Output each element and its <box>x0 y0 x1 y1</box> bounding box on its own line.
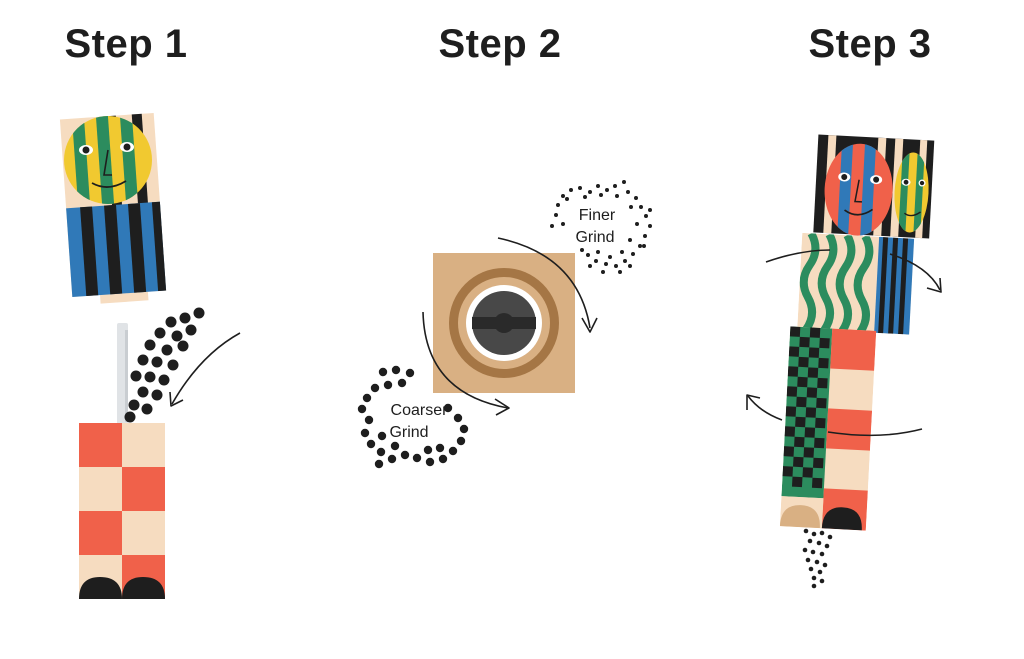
rotate-bottom-arrow-icon <box>746 394 923 437</box>
grind-adjuster <box>433 253 575 393</box>
smiling-face-icon <box>64 116 152 204</box>
checkered-body <box>779 326 877 531</box>
coarser-grind-label: Coarser <box>391 402 449 419</box>
finer-grind-label: Finer <box>579 207 616 224</box>
grinder-top-section <box>59 112 167 304</box>
coffee-beans-stream <box>124 307 205 423</box>
step-3-title: Step 3 <box>808 22 932 66</box>
coarser-grind-arrow-icon <box>422 311 510 416</box>
grinder-bottom-section <box>79 423 165 599</box>
falling-grounds-dots <box>802 528 833 589</box>
coarse-grounds-dots <box>357 365 469 469</box>
wavy-stripe-band <box>797 232 915 335</box>
step-1-title: Step 1 <box>64 22 188 66</box>
face-front-icon <box>822 142 895 238</box>
fine-grounds-dots <box>550 180 652 274</box>
assembled-grinder <box>779 134 935 531</box>
finer-grind-label-2: Grind <box>575 229 614 246</box>
insert-arrow-icon <box>169 332 241 407</box>
rotate-top-arrow-icon <box>765 249 942 293</box>
blue-black-stripes <box>60 201 167 298</box>
step-2-title: Step 2 <box>438 22 562 66</box>
coarser-grind-label-2: Grind <box>389 424 428 441</box>
finer-grind-arrow-icon <box>497 237 598 333</box>
